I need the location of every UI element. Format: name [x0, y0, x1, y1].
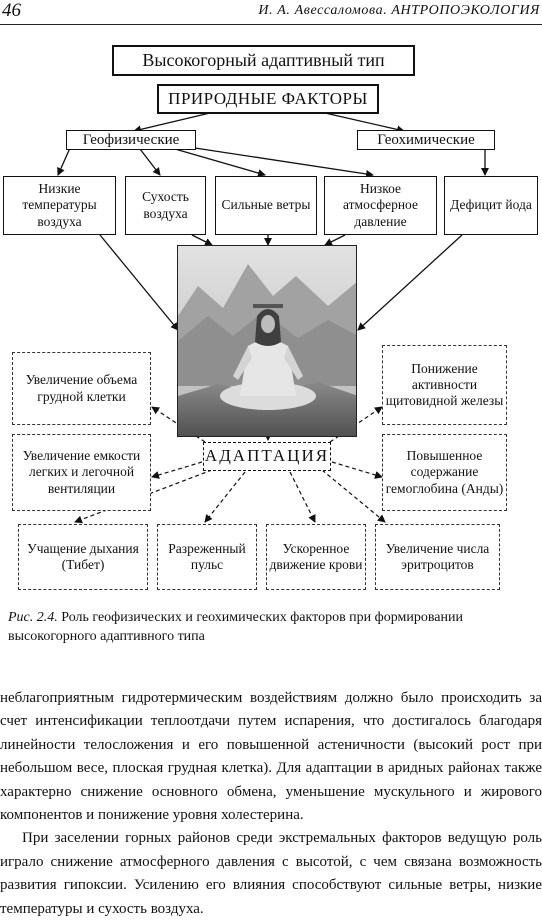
arrow-adapt-hemoglobin [331, 461, 383, 479]
arrow-factors-geophys [133, 112, 211, 134]
body-text: неблагоприятным гидротермическим воздейс… [0, 687, 542, 921]
running-head: И. А. Авессаломова. АНТРОПОЭКОЛОГИЯ [258, 3, 540, 18]
figure-caption: Рис. 2.4. Роль геофизических и геохимиче… [8, 608, 538, 646]
arrow-factors-geochem [324, 112, 405, 134]
arrow-cold-photo [99, 234, 179, 331]
caption-label: Рис. 2.4. [8, 610, 58, 625]
outcome-thyroid: Понижение активности щитовидной железы [382, 345, 507, 425]
outcome-breathing: Учащение дыхания (Тибет) [18, 524, 148, 590]
arrow-adapt-erythro [321, 469, 386, 523]
diagram-connectors [57, 112, 489, 524]
outcome-blood-flow: Ускоренное движение крови [266, 524, 366, 590]
arrow-adapt-blood [289, 471, 316, 523]
factor-strong-winds: Сильные ветры [215, 176, 317, 235]
arrow-geo-wind [174, 148, 266, 177]
arrow-adapt-pulse [204, 471, 246, 523]
outcome-chest-volume: Увеличение объема грудной клетки [12, 352, 151, 425]
natural-factors-box: ПРИРОДНЫЕ ФАКТОРЫ [157, 84, 379, 114]
factor-low-temperature: Низкие температуры воздуха [3, 176, 116, 235]
arrow-geo-pressure [194, 147, 374, 178]
caption-text: Роль геофизических и геохимических факто… [8, 610, 463, 644]
arrow-dry-photo [191, 234, 213, 246]
outcome-lung-capacity: Увеличение емкости легких и легочной вен… [12, 434, 151, 511]
page-header: 46 И. А. Авессаломова. АНТРОПОЭКОЛОГИЯ [0, 0, 542, 25]
outcome-pulse: Разреженный пульс [157, 524, 257, 590]
diagram-title: Высокогорный адаптивный тип [112, 45, 415, 76]
geophysical-box: Геофизические [66, 130, 196, 150]
factor-dry-air: Сухость воздуха [125, 176, 206, 235]
arrow-geo-dry [139, 148, 161, 176]
outcome-hemoglobin: Повышенное содержание гемоглобина (Анды) [382, 434, 507, 511]
factor-low-pressure: Низкое атмосферное давление [324, 176, 437, 235]
factor-iodine-deficit: Дефицит йода [444, 176, 538, 235]
arrow-adapt-lungs [151, 461, 203, 479]
adaptation-box: АДАПТАЦИЯ [203, 442, 331, 471]
highlander-photo [177, 245, 357, 437]
paragraph: При заселении горных районов среди экстр… [0, 830, 542, 917]
page-number: 46 [2, 0, 21, 21]
outcome-erythrocytes: Увеличение числа эритроцитов [375, 524, 500, 590]
arrow-geo-cold [57, 147, 71, 176]
geochemical-box: Геохимические [357, 130, 495, 150]
arrow-iodine-photo [357, 234, 463, 331]
arrow-pressure-photo [324, 234, 346, 246]
highlander-photo-drawing [178, 246, 356, 436]
paragraph: неблагоприятным гидротермическим воздейс… [0, 690, 542, 824]
